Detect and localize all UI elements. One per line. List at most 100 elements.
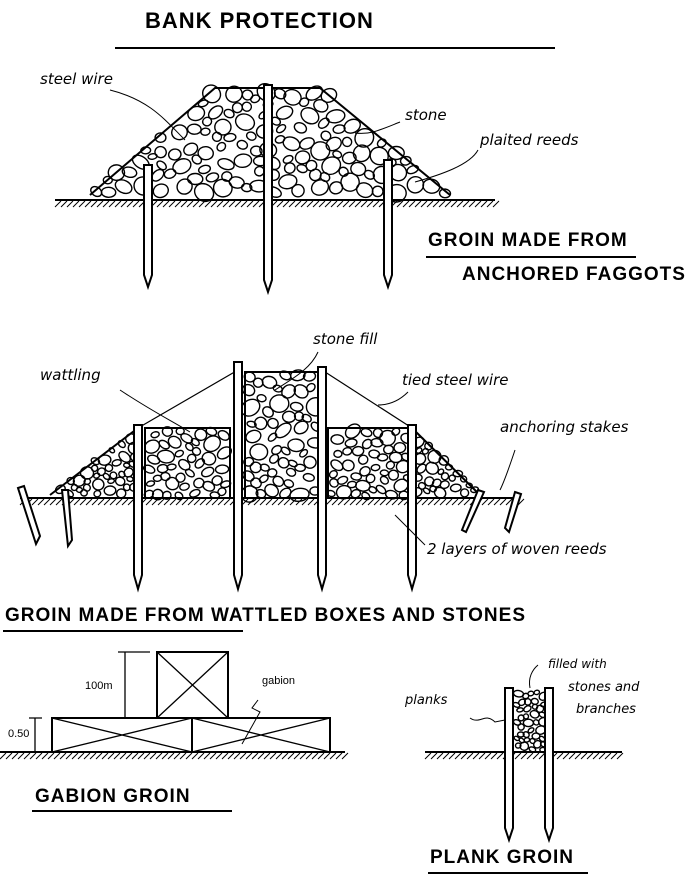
hatch-mark <box>367 498 375 506</box>
stone <box>406 176 425 194</box>
hatch-mark <box>331 498 339 506</box>
hatch-mark <box>426 200 434 208</box>
hatch-mark <box>155 752 163 760</box>
hatch-mark <box>329 752 337 760</box>
plank <box>504 687 514 844</box>
stone <box>216 141 227 152</box>
hatch-mark <box>421 498 429 506</box>
hatch-mark <box>199 498 207 506</box>
stone <box>102 472 111 481</box>
stone <box>197 164 212 175</box>
stone <box>329 478 339 488</box>
stone <box>281 410 297 423</box>
hatch-mark <box>253 498 261 506</box>
hatch-mark <box>324 200 332 208</box>
stone <box>291 183 305 198</box>
stone <box>171 124 188 141</box>
stone <box>385 460 396 470</box>
stone <box>342 446 353 456</box>
hatch-mark <box>604 752 612 760</box>
hatch-mark <box>438 200 446 208</box>
leader-line <box>377 391 409 406</box>
stone <box>217 158 235 171</box>
stone <box>305 382 316 393</box>
stone <box>269 394 290 414</box>
hatch-mark <box>84 200 92 208</box>
stone <box>267 417 279 430</box>
hatch-mark <box>592 752 600 760</box>
hatch-mark <box>282 200 290 208</box>
hatch-mark <box>246 200 254 208</box>
hatch-mark <box>402 200 410 208</box>
leader-line <box>529 664 539 689</box>
stone <box>344 438 358 448</box>
hatch-mark <box>444 200 452 208</box>
hatch-mark <box>288 200 296 208</box>
hatch-mark <box>312 200 320 208</box>
stake <box>133 424 143 593</box>
hatch-mark <box>126 200 134 208</box>
stone <box>267 432 278 442</box>
stone <box>193 477 205 489</box>
stake <box>263 84 273 296</box>
hatch-mark <box>234 200 242 208</box>
stone <box>388 451 403 464</box>
hatch-mark <box>245 752 253 760</box>
title-underline <box>115 47 555 49</box>
label-stone-fill: stone fill <box>313 330 378 348</box>
stone <box>278 173 298 190</box>
hatch-mark <box>456 200 464 208</box>
hatch-mark <box>505 498 513 506</box>
hatch-mark <box>205 498 213 506</box>
label-tied-steel-wire: tied steel wire <box>402 371 509 389</box>
stone <box>320 130 332 142</box>
stone <box>325 136 342 152</box>
stone <box>371 185 384 198</box>
stone <box>184 468 195 478</box>
hatch-mark <box>335 752 343 760</box>
stone <box>93 472 101 479</box>
stone <box>517 714 525 722</box>
hatch-mark <box>287 752 295 760</box>
hatch-mark <box>91 498 99 506</box>
hatch-mark <box>420 200 428 208</box>
stone <box>166 463 177 471</box>
stone <box>372 427 384 439</box>
hatch-mark <box>143 752 151 760</box>
stone <box>299 137 315 150</box>
stone <box>259 463 270 472</box>
stone <box>289 401 304 412</box>
stone <box>393 441 407 454</box>
hatch-mark <box>451 498 459 506</box>
hatch-mark <box>366 200 374 208</box>
stone <box>154 132 167 144</box>
hatch-mark <box>355 498 363 506</box>
stone <box>179 482 190 491</box>
hatch-mark <box>113 752 121 760</box>
stone <box>90 464 99 473</box>
hatch-mark <box>343 498 351 506</box>
hatch-mark <box>276 200 284 208</box>
hatch-mark <box>454 752 462 760</box>
stone <box>92 478 105 491</box>
hatch-mark <box>79 498 87 506</box>
hatch-mark <box>526 752 534 760</box>
hatch-mark <box>379 498 387 506</box>
hatch-mark <box>168 200 176 208</box>
hatch-mark <box>115 498 123 506</box>
hatch-mark <box>216 200 224 208</box>
stone <box>211 475 223 486</box>
page-title: BANK PROTECTION <box>145 8 374 33</box>
hatch-mark <box>436 752 444 760</box>
stones <box>54 82 550 754</box>
hatch-mark <box>480 200 488 208</box>
hatch-mark <box>161 752 169 760</box>
stone <box>202 480 216 492</box>
stone <box>200 466 215 478</box>
hatch-mark <box>37 498 45 506</box>
stone <box>175 472 186 483</box>
stone <box>197 145 214 161</box>
stone <box>236 139 249 150</box>
stone <box>293 384 309 399</box>
stone <box>242 470 255 482</box>
